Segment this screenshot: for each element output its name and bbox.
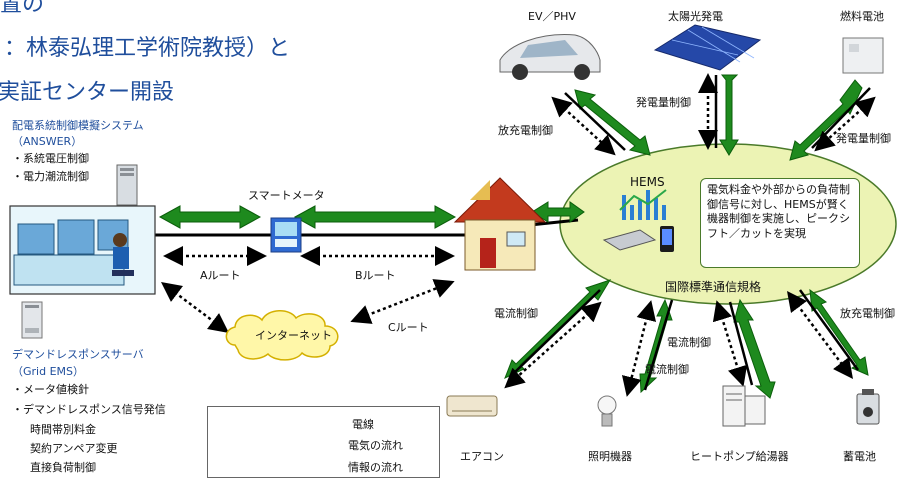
- elec-arrow-house: [531, 201, 585, 223]
- battery-label: 蓄電池: [843, 450, 876, 463]
- ev-label: EV／PHV: [528, 10, 576, 23]
- demand-item-1: ・メータ値検針: [12, 383, 89, 396]
- hems-standard-label: 国際標準通信規格: [665, 280, 762, 294]
- control-label-light-2: 電流制御: [645, 363, 689, 376]
- header-line-2: ：林泰弘理工学術院教授）と: [4, 36, 291, 61]
- elec-arrow-solar: [719, 74, 739, 156]
- fuel-cell-icon: [842, 37, 884, 74]
- info-arrow-internet: [161, 282, 229, 333]
- elec-arrow-battery: [809, 288, 869, 376]
- answer-item-1: ・系統電圧制御: [12, 152, 89, 165]
- route-c-label: Cルート: [388, 321, 429, 334]
- aircon-label: エアコン: [460, 450, 504, 463]
- route-a-label: Aルート: [200, 269, 241, 282]
- legend-wire-label: 電線: [352, 418, 374, 431]
- smart-meter-label: スマートメータ: [248, 189, 325, 202]
- smart-meter-icon: [270, 217, 302, 253]
- light-bulb-icon: [597, 395, 617, 427]
- demand-subitem-1: 時間帯別料金: [30, 423, 96, 436]
- elec-arrow-fuel: [789, 79, 863, 161]
- heatpump-label: ヒートポンプ給湯器: [690, 450, 789, 463]
- elec-arrow-right: [293, 205, 457, 229]
- demand-subitem-3: 直接負荷制御: [30, 461, 96, 474]
- control-label-aircon: 電流制御: [494, 307, 538, 320]
- demand-item-2: ・デマンドレスポンス信号発信: [12, 403, 166, 416]
- answer-item-2: ・電力潮流制御: [12, 170, 89, 183]
- route-b-label: Bルート: [355, 269, 396, 282]
- info-arrow-light: [621, 300, 657, 397]
- control-label-light-1: 電流制御: [667, 336, 711, 349]
- hems-graph-icon: [619, 189, 667, 220]
- aircon-icon: [446, 395, 498, 417]
- elec-arrow-heatpump: [733, 298, 776, 399]
- legend: [207, 406, 440, 478]
- header-line-3: 実証センター開設: [0, 80, 175, 105]
- hems-label: HEMS: [630, 175, 665, 189]
- wire-ev: [564, 92, 626, 151]
- header-line-1: 置の: [0, 0, 45, 17]
- demand-title: デマンドレスポンスサーバ: [12, 348, 144, 361]
- battery-icon: [856, 389, 880, 425]
- internet-cloud: [225, 310, 339, 361]
- legend-electricity-label: 電気の流れ: [348, 439, 403, 452]
- answer-subtitle: （ANSWER）: [12, 135, 83, 148]
- solar-panel-icon: [653, 24, 762, 71]
- answer-title: 配電系統制御模擬システム: [12, 119, 144, 132]
- info-arrow-heatpump: [712, 300, 748, 387]
- wire-aircon: [514, 289, 601, 373]
- hems-bubble: 電気料金や外部からの負荷制御信号に対し、HEMSが賢く機器制御を実施し、ピークシ…: [700, 178, 860, 268]
- demand-subitem-2: 契約アンペア変更: [30, 442, 118, 455]
- wire-fuel: [811, 87, 871, 149]
- elec-arrow-left: [158, 205, 262, 229]
- control-label-battery: 放充電制御: [840, 307, 895, 320]
- wire-battery: [798, 289, 860, 371]
- fuelcell-label: 燃料電池: [840, 10, 884, 23]
- server-icon-top: [116, 164, 138, 206]
- wire-light: [643, 299, 674, 391]
- info-arrow-ev: [551, 96, 616, 156]
- control-label-ev: 放充電制御: [498, 124, 553, 137]
- legend-info-label: 情報の流れ: [348, 461, 403, 474]
- house-icon: [453, 177, 547, 271]
- hems-device-icon: [602, 226, 674, 252]
- heat-pump-icon: [722, 385, 766, 427]
- info-arrow-aircon: [504, 301, 602, 389]
- info-arrow-fuel: [814, 96, 876, 152]
- wire-heatpump: [728, 301, 754, 386]
- demand-subtitle: （Grid EMS）: [12, 365, 85, 378]
- ev-car-icon: [499, 34, 601, 80]
- server-icon-demand: [21, 301, 43, 339]
- control-label-fuel: 発電量制御: [836, 132, 891, 145]
- info-arrow-battery: [787, 291, 853, 379]
- lighting-label: 照明機器: [588, 450, 632, 463]
- info-arrow-c: [350, 279, 455, 324]
- internet-label: インターネット: [255, 329, 332, 342]
- solar-label: 太陽光発電: [668, 10, 723, 23]
- control-label-solar: 発電量制御: [636, 96, 691, 109]
- control-room-illustration: [9, 205, 156, 295]
